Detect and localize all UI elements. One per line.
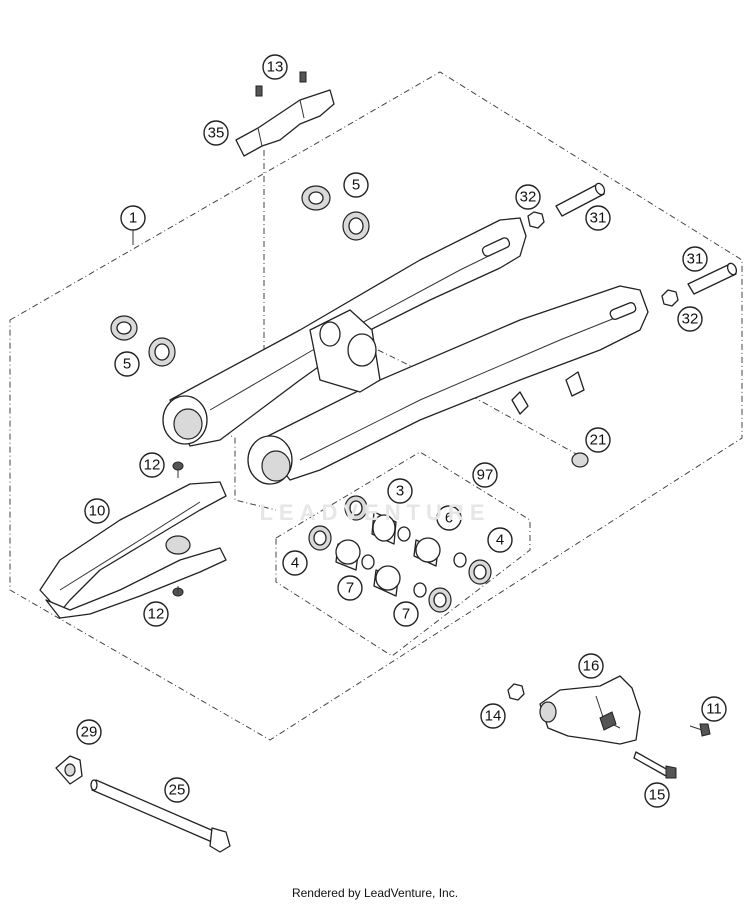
axle-part-25 [90,779,231,853]
bolt-part-15 [633,751,677,779]
callout-4-right: 4 [487,527,513,553]
callout-35: 35 [203,120,229,146]
svg-text:31: 31 [590,210,607,227]
pin-part-31-right [687,262,738,295]
callout-11: 11 [701,696,727,722]
nut-part-14 [507,683,525,701]
swingarm-part [162,217,649,485]
leader-line-21 [377,349,579,456]
chain-guide-part-16 [539,675,641,745]
svg-text:16: 16 [583,658,600,675]
pin-part-31-top [555,182,606,217]
chain-guide-top-part [235,71,335,157]
callout-31-right: 31 [682,246,708,272]
svg-text:3: 3 [396,483,404,500]
svg-text:25: 25 [169,782,186,799]
callout-21: 21 [585,427,611,453]
callout-15: 15 [644,782,670,808]
footer-credit: Rendered by LeadVenture, Inc. [291,886,459,900]
callout-5-top: 5 [343,172,369,198]
svg-text:4: 4 [291,555,299,572]
watermark-text: LEADVENTURE [259,500,491,525]
callout-12-top: 12 [139,452,165,478]
callout-14: 14 [480,703,506,729]
svg-text:1: 1 [129,210,137,227]
svg-text:12: 12 [144,457,161,474]
svg-text:5: 5 [352,177,360,194]
svg-text:31: 31 [687,251,704,268]
leader-line-swingarm-pivot [199,419,277,511]
chain-slider-part-10 [39,481,227,619]
svg-text:35: 35 [208,125,225,142]
callout-29: 29 [76,719,102,745]
svg-text:15: 15 [649,787,666,804]
svg-text:13: 13 [267,59,284,76]
screw-part-11 [689,723,711,737]
bearing-kit-frame-97 [275,451,531,657]
callout-12-bottom: 12 [143,601,169,627]
callout-32-right: 32 [677,306,703,332]
assembly-frame-1 [9,71,743,741]
callout-32-top: 32 [515,184,541,210]
callout-97: 97 [472,462,498,488]
svg-text:12: 12 [148,606,165,623]
svg-text:32: 32 [682,311,699,328]
nut-part-32-right [661,289,679,307]
screw-part-12-bottom [172,586,184,597]
svg-text:97: 97 [477,467,494,484]
callout-25: 25 [164,777,190,803]
plug-part-21 [571,452,589,468]
bushing-part-5-left [110,315,176,367]
callout-6: 6 [436,505,462,531]
callout-16: 16 [578,653,604,679]
screw-part-12-top [172,461,184,478]
svg-text:29: 29 [81,724,98,741]
callout-7-right: 7 [393,601,419,627]
svg-text:14: 14 [485,708,502,725]
svg-text:4: 4 [496,532,504,549]
callout-13: 13 [262,54,288,80]
svg-text:32: 32 [520,189,537,206]
bearing-kit-contents-97 [308,495,492,613]
callout-1: 1 [120,205,146,231]
callout-5-left: 5 [114,351,140,377]
nut-part-32-top [527,211,545,229]
callout-10: 10 [84,498,110,524]
svg-text:21: 21 [590,432,607,449]
svg-text:7: 7 [402,606,410,623]
callout-7-left: 7 [337,575,363,601]
callout-3: 3 [387,478,413,504]
svg-text:7: 7 [346,580,354,597]
callout-4-left: 4 [282,550,308,576]
svg-text:5: 5 [123,356,131,373]
callout-31-top: 31 [585,205,611,231]
svg-text:6: 6 [445,510,453,527]
svg-text:11: 11 [706,701,722,718]
svg-text:10: 10 [89,503,106,520]
chain-adjuster-part-29 [55,755,83,785]
bushing-part-5-top [301,185,370,241]
